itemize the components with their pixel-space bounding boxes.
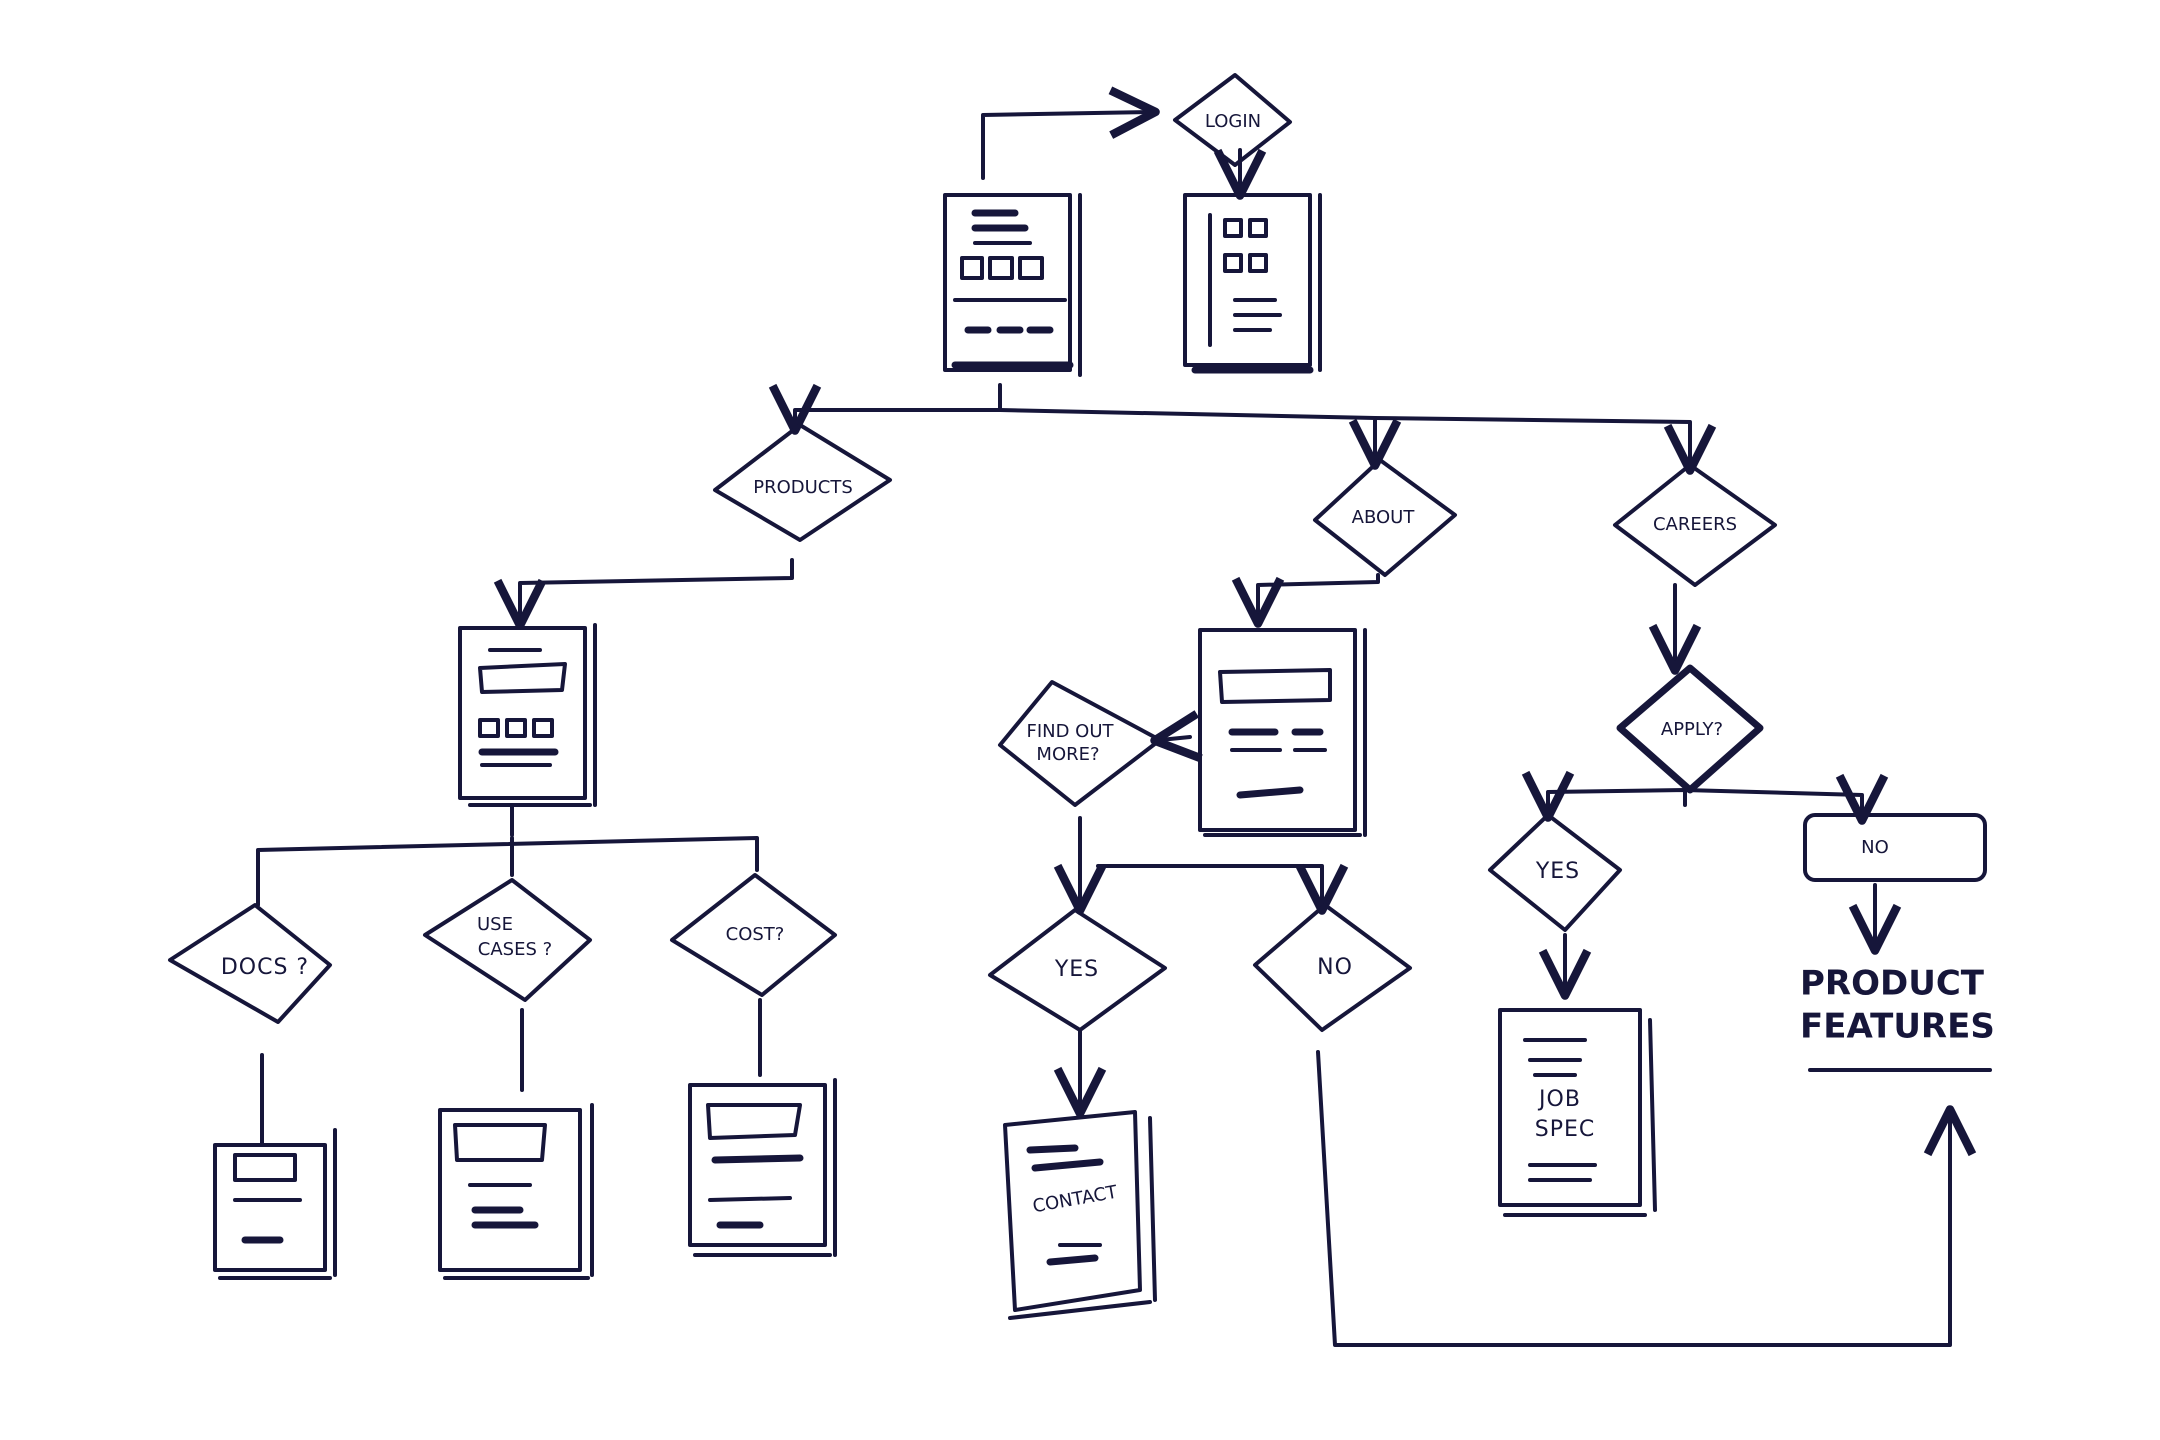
connector-home-careers <box>1373 416 1717 475</box>
connector-about-page <box>1231 573 1380 628</box>
cost-label: COST? <box>726 924 785 945</box>
connector-product-branches <box>256 836 759 872</box>
use-cases-decision: USE CASES ? <box>423 878 592 1002</box>
job-spec-label-2: SPEC <box>1535 1117 1596 1142</box>
careers-decision: CAREERS <box>1613 463 1777 587</box>
contact-label: CONTACT <box>1031 1182 1120 1218</box>
apply-yes-label: YES <box>1535 859 1580 884</box>
docs-label: DOCS ? <box>221 955 309 980</box>
connector-home-products <box>768 383 1002 435</box>
connector-no-product-features <box>1316 1050 1977 1347</box>
product-features-label-2: FEATURES <box>1800 1007 1995 1047</box>
product-features-label-1: PRODUCT <box>1800 964 1985 1004</box>
apply-decision: APPLY? <box>1616 664 1764 794</box>
use-cases-page-sketch <box>438 1103 594 1280</box>
connector-home-about <box>998 408 1402 470</box>
use-cases-label-2: CASES ? <box>478 939 552 960</box>
products-decision: PRODUCTS <box>713 423 892 542</box>
about-no-label: NO <box>1317 955 1353 980</box>
about-decision: ABOUT <box>1313 458 1457 577</box>
products-label: PRODUCTS <box>753 477 853 498</box>
find-out-more-decision: FIND OUT MORE? <box>998 680 1162 807</box>
docs-page-sketch <box>213 1128 337 1280</box>
docs-decision: DOCS ? <box>168 903 332 1024</box>
job-spec-label-1: JOB <box>1537 1087 1581 1112</box>
connector-apply-no <box>1683 773 1889 825</box>
contact-page-sketch: CONTACT <box>1003 1110 1157 1320</box>
about-yes-decision: YES <box>988 908 1167 1032</box>
home-page-sketch <box>943 193 1082 377</box>
about-page-sketch <box>1198 628 1367 837</box>
product-features-heading: PRODUCT FEATURES <box>1800 964 1995 1072</box>
connector-apply-yes <box>1521 770 1687 822</box>
about-yes-label: YES <box>1054 957 1099 982</box>
about-no-decision: NO <box>1253 903 1412 1032</box>
connector-findout-no <box>1096 863 1349 915</box>
careers-label: CAREERS <box>1653 514 1737 535</box>
use-cases-label-1: USE <box>477 914 513 935</box>
find-out-more-label-2: MORE? <box>1036 744 1099 765</box>
login-label: LOGIN <box>1205 111 1261 132</box>
job-spec-page-sketch: JOB SPEC <box>1498 1008 1657 1217</box>
connector-aboutpage-findout <box>1150 710 1203 763</box>
dashboard-page-sketch <box>1183 193 1322 374</box>
cost-page-sketch <box>688 1078 837 1257</box>
find-out-more-label-1: FIND OUT <box>1026 721 1114 742</box>
about-label: ABOUT <box>1352 507 1416 528</box>
connector-home-login <box>981 86 1160 180</box>
connector-products-page <box>493 558 794 630</box>
product-page-sketch <box>458 623 597 807</box>
cost-decision: COST? <box>670 873 837 997</box>
connectors <box>256 86 1977 1347</box>
apply-yes-decision: YES <box>1488 813 1622 932</box>
apply-no-label: NO <box>1861 837 1889 858</box>
login-decision: LOGIN <box>1173 73 1292 167</box>
apply-label: APPLY? <box>1661 719 1723 740</box>
apply-no-box: NO <box>1803 813 1987 882</box>
